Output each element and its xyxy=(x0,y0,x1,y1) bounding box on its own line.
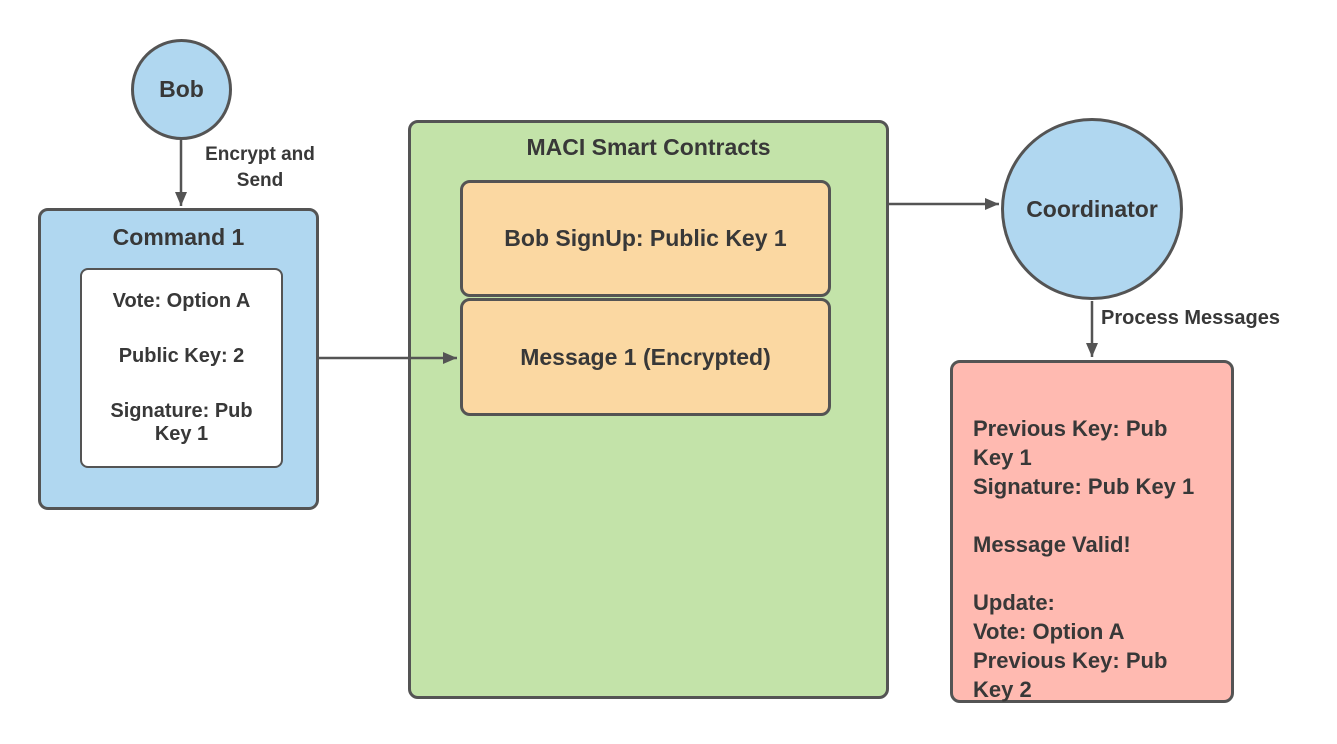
process-messages-edge-label: Process Messages xyxy=(1101,307,1281,329)
result-text: Previous Key: Pub Key 1 Signature: Pub K… xyxy=(973,416,1195,702)
maci-signup-label: Bob SignUp: Public Key 1 xyxy=(504,225,787,251)
field-vote: Vote: Option A xyxy=(112,290,251,312)
result-box: Previous Key: Pub Key 1 Signature: Pub K… xyxy=(950,360,1234,703)
bob-node: Bob xyxy=(131,39,232,140)
field-signature: Signature: Pub Key 1 xyxy=(110,400,253,445)
encrypt-send-edge-label: Encrypt and Send xyxy=(205,144,315,191)
coordinator-node: Coordinator xyxy=(1001,118,1183,300)
command-title: Command 1 xyxy=(112,224,245,250)
bob-label: Bob xyxy=(159,76,204,102)
maci-signup-entry: Bob SignUp: Public Key 1 xyxy=(460,180,831,297)
maci-message-entry: Message 1 (Encrypted) xyxy=(460,298,831,416)
maci-title: MACI Smart Contracts xyxy=(526,134,771,160)
field-public-key: Public Key: 2 xyxy=(118,345,245,367)
maci-message-label: Message 1 (Encrypted) xyxy=(520,343,771,370)
command-fields-box: Vote: Option A Public Key: 2 Signature: … xyxy=(80,268,283,468)
coordinator-label: Coordinator xyxy=(1026,195,1158,222)
